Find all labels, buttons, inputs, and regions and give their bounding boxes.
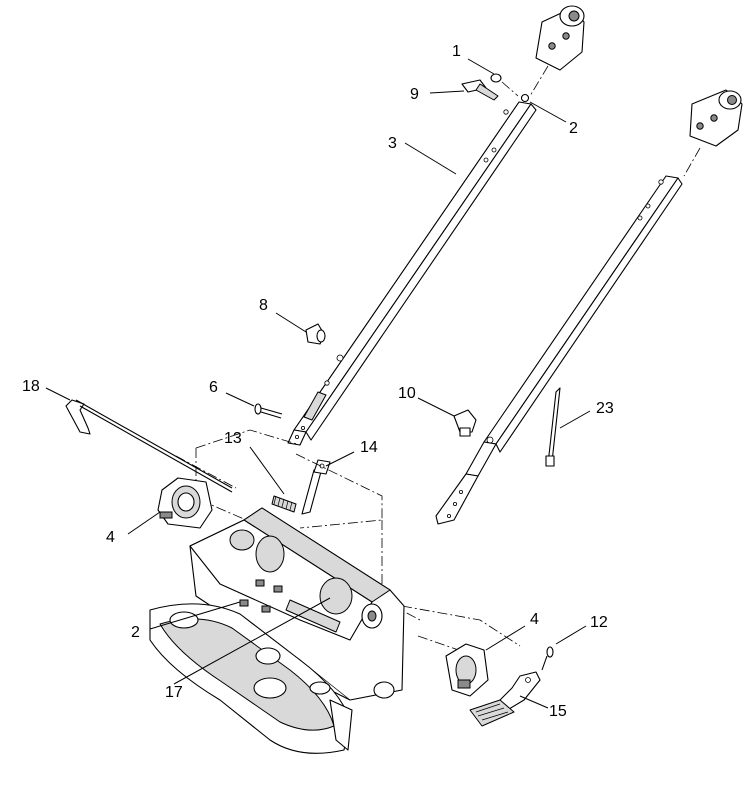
main-frame [149, 507, 405, 754]
spring-part-13 [271, 495, 297, 513]
callout-17: 17 [165, 684, 183, 701]
callout-8: 8 [259, 297, 268, 314]
callout-2-bottom: 2 [131, 624, 140, 641]
cap-part-8 [305, 323, 326, 345]
callout-1: 1 [452, 43, 461, 60]
upper-handle-left [287, 101, 537, 446]
dash-panel-right-part-4 [445, 643, 489, 697]
callout-2-top: 2 [569, 120, 578, 137]
callout-10: 10 [398, 385, 416, 402]
callout-12: 12 [590, 614, 608, 631]
nut-part-2-top [520, 93, 530, 103]
callout-9: 9 [410, 86, 419, 103]
callout-6: 6 [209, 379, 218, 396]
cap-part-10 [453, 409, 477, 437]
callout-18: 18 [22, 378, 40, 395]
callout-13: 13 [224, 430, 242, 447]
cable-tie-part-23 [545, 387, 561, 467]
callout-23: 23 [596, 400, 614, 417]
handle-bracket-left [529, 5, 585, 97]
shift-rod-part-18 [65, 399, 237, 493]
leader-lines [45, 58, 591, 709]
lever-part-14 [301, 459, 331, 515]
handle-bracket-right [683, 89, 743, 177]
upper-handle-right [435, 175, 683, 525]
callout-15: 15 [549, 703, 567, 720]
bolt-part-6 [254, 403, 283, 419]
callout-4-right: 4 [530, 611, 539, 628]
pin-part-9 [461, 79, 499, 101]
bolt-part-12 [541, 646, 554, 671]
knob-part-1 [490, 73, 519, 97]
callout-3: 3 [388, 135, 397, 152]
callout-labels: 1 9 2 3 8 18 6 13 14 10 23 4 4 12 2 17 1… [22, 43, 614, 720]
callout-4-left: 4 [106, 529, 115, 546]
pedal-part-15 [469, 671, 541, 727]
callout-14: 14 [360, 439, 378, 456]
dash-panel-left-part-4 [157, 477, 213, 529]
